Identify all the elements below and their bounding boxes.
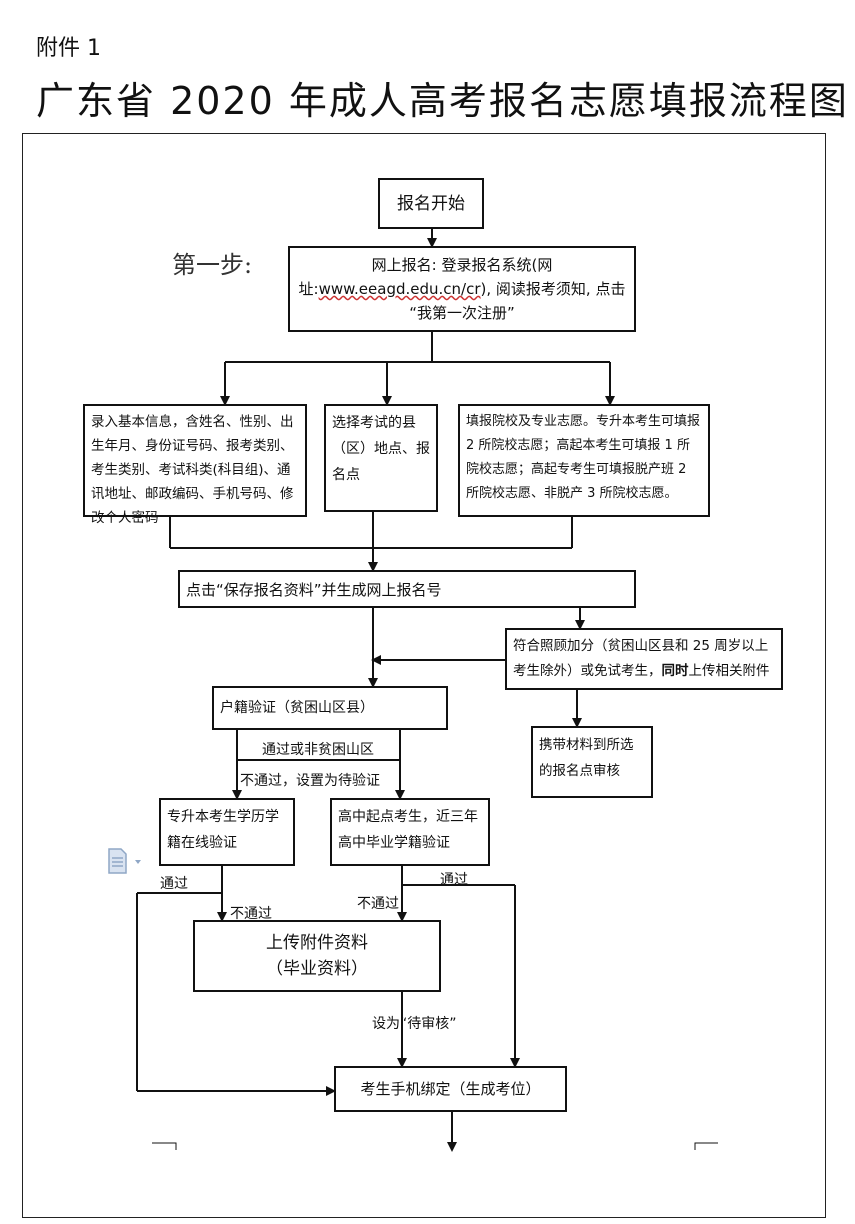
attachment-label: 附件 1: [36, 36, 101, 61]
corner-mark-right: [694, 1142, 718, 1150]
node-upload-materials: 上传附件资料 （毕业资料）: [193, 920, 441, 992]
online-line-1: 网上报名: 登录报名系统(网: [371, 256, 553, 274]
node-highschool-verify: 高中起点考生，近三年高中毕业学籍验证: [330, 798, 490, 866]
node-exam-location: 选择考试的县（区）地点、报名点: [324, 404, 438, 512]
diagram-frame: [22, 133, 826, 1218]
highschool-verify-text: 高中起点考生，近三年高中毕业学籍验证: [338, 809, 478, 851]
school-choice-text: 填报院校及专业志愿。专升本考生可填报 2 所院校志愿；高起本考生可填报 1 所院…: [466, 414, 701, 501]
node-start: 报名开始: [378, 178, 484, 229]
dropdown-caret-icon: [135, 860, 141, 864]
upgrade-verify-text: 专升本考生学历学籍在线验证: [167, 809, 279, 851]
edge-label-pass-left: 通过: [160, 876, 188, 892]
edge-label-pass-right: 通过: [440, 872, 468, 888]
node-bring-materials: 携带材料到所选的报名点审核: [531, 726, 653, 798]
page-title: 广东省 2020 年成人高考报名志愿填报流程图: [36, 79, 849, 123]
bonus-bold-text: 同时: [661, 663, 689, 679]
node-school-choice: 填报院校及专业志愿。专升本考生可填报 2 所院校志愿；高起本考生可填报 1 所院…: [458, 404, 710, 517]
upload-line-2: （毕业资料）: [266, 959, 368, 979]
node-upgrade-verify: 专升本考生学历学籍在线验证: [159, 798, 295, 866]
upload-line-1: 上传附件资料: [266, 933, 368, 953]
node-phone-bind: 考生手机绑定（生成考位）: [334, 1066, 567, 1112]
node-online-register: 网上报名: 登录报名系统(网 址:www.eeagd.edu.cn/cr), 阅…: [288, 246, 636, 332]
online-line-2: 址:www.eeagd.edu.cn/cr), 阅读报考须知, 点击: [298, 280, 626, 298]
node-bonus-upload: 符合照顾加分（贫困山区县和 25 周岁以上考生除外）或免试考生，同时上传相关附件: [505, 628, 783, 690]
edge-label-fail-left: 不通过: [230, 906, 272, 922]
online-line-3: “我第一次注册”: [409, 304, 515, 322]
node-basic-info: 录入基本信息，含姓名、性别、出生年月、身份证号码、报考类别、考生类别、考试科类(…: [83, 404, 307, 526]
household-text: 户籍验证（贫困山区县）: [220, 700, 374, 716]
step-label: 第一步:: [172, 251, 253, 279]
edge-label-pass-or-non-poor: 通过或非贫困山区: [262, 742, 374, 758]
bring-materials-text: 携带材料到所选的报名点审核: [539, 737, 634, 779]
edge-label-fail-right: 不通过: [357, 896, 399, 912]
basic-info-text: 录入基本信息，含姓名、性别、出生年月、身份证号码、报考类别、考生类别、考试科类(…: [91, 414, 294, 526]
edge-label-fail-pending: 不通过，设置为待验证: [240, 773, 380, 789]
node-household-verify: 户籍验证（贫困山区县）: [212, 686, 448, 730]
save-text: 点击“保存报名资料”并生成网上报名号: [186, 581, 442, 599]
exam-location-text: 选择考试的县（区）地点、报名点: [332, 415, 430, 483]
corner-mark-left: [152, 1142, 177, 1150]
document-icon[interactable]: [107, 848, 147, 878]
online-url-link: www.eeagd.edu.cn/cr: [318, 280, 481, 298]
node-save: 点击“保存报名资料”并生成网上报名号: [178, 570, 636, 608]
node-start-text: 报名开始: [397, 194, 465, 214]
edge-label-set-pending-review: 设为“待审核”: [372, 1016, 457, 1032]
phone-bind-text: 考生手机绑定（生成考位）: [360, 1080, 541, 1098]
